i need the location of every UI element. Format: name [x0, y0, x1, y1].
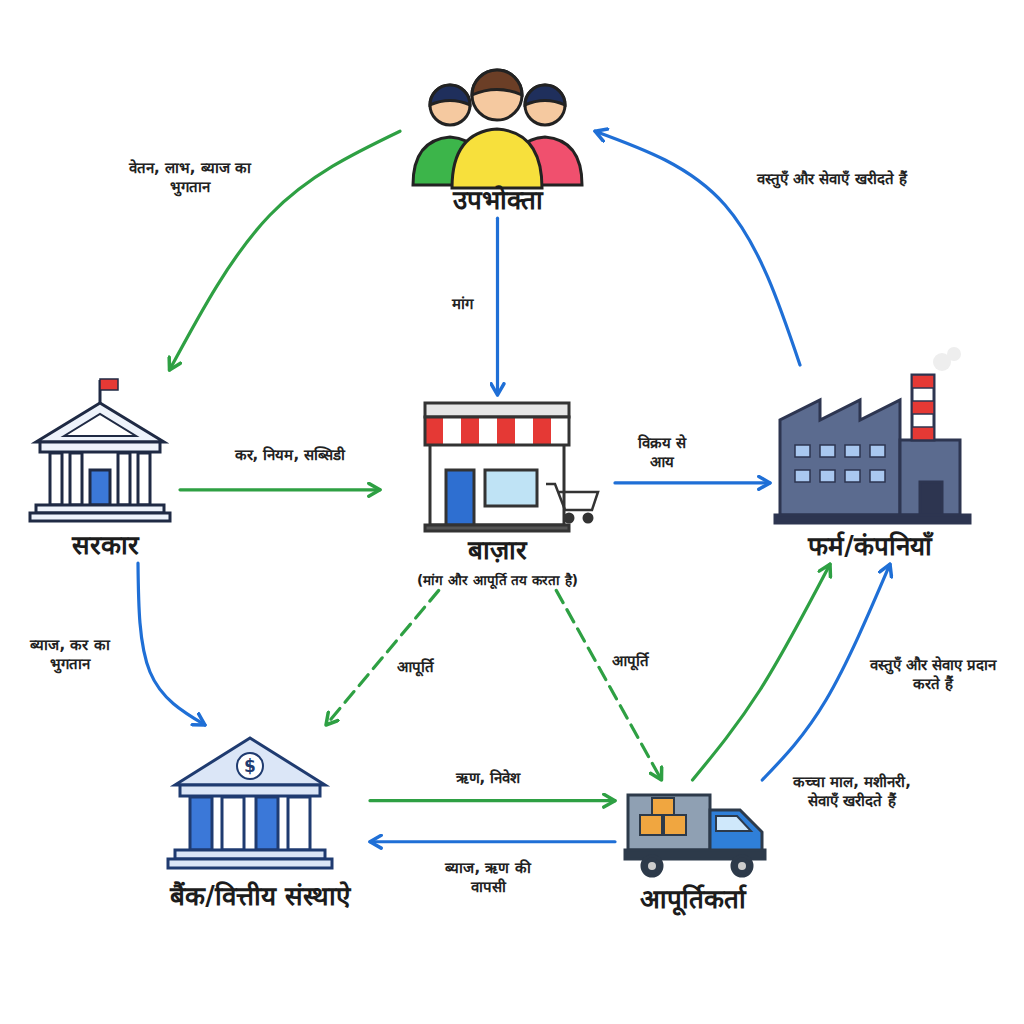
entity-note: (मांग और आपूर्ति तय करता है) [417, 572, 578, 588]
flow-arrow [595, 131, 800, 365]
flow-label: विक्रय से आय [622, 433, 702, 474]
flow-label: कर, नियम, सब्सिडी [231, 445, 350, 467]
entity-node: बाज़ार (मांग और आपूर्ति तय करता है) [380, 395, 615, 590]
flow-arrow [370, 799, 615, 802]
flow-arrow [496, 218, 499, 395]
bank-building-icon [168, 738, 332, 868]
flow-label: ऋण, निवेश [452, 768, 525, 790]
flow-label: ब्याज, ऋण की वापसी [433, 858, 543, 899]
entity-name: सरकार [72, 530, 139, 561]
flow-label: आपूर्ति [393, 657, 438, 679]
currency-symbol: $ [244, 758, 256, 775]
flow-arrow [326, 590, 439, 725]
people-icon [413, 70, 582, 188]
flow-label: कच्चा माल, मशीनरी, सेवाएँ खरीदते हैं [785, 772, 920, 813]
entity-name: बाज़ार [468, 535, 527, 566]
entity-node: उपभोक्ता [400, 60, 595, 218]
flow-arrow [138, 563, 205, 725]
flow-arrow [180, 488, 380, 491]
flow-arrow [693, 564, 831, 780]
entity-name: बैंक/वित्तीय संस्थाऐ [170, 881, 350, 912]
entity-name: आपूर्तिकर्ता [640, 884, 746, 915]
entity-node: बैंक/वित्तीय संस्थाऐ [150, 725, 370, 914]
factory-icon [775, 347, 970, 523]
entity-name: उपभोक्ता [453, 185, 543, 216]
flow-label: वेतन, लाभ, ब्याज का भुगतान [115, 158, 265, 199]
shop-icon [425, 403, 598, 531]
entity-node: फर्म/कंपनियाँ [770, 365, 970, 564]
flow-label: आपूर्ति [608, 651, 653, 673]
entity-name: फर्म/कंपनियाँ [808, 531, 932, 562]
flow-arrow [615, 481, 770, 484]
flow-label: मांग [448, 294, 477, 316]
flow-arrow [370, 840, 615, 843]
government-building-icon [30, 379, 170, 521]
flow-arrow [556, 590, 661, 780]
truck-icon [625, 795, 765, 876]
entity-node: सरकार [30, 370, 180, 563]
flow-label: वस्तुएँ और सेवाए प्रदान करते हैं [858, 655, 1008, 696]
flow-label: वस्तुएँ और सेवाएँ खरीदते हैं [753, 169, 911, 191]
entity-node: आपूर्तिकर्ता [615, 780, 770, 917]
flow-label: ब्याज, कर का भुगतान [15, 635, 125, 676]
